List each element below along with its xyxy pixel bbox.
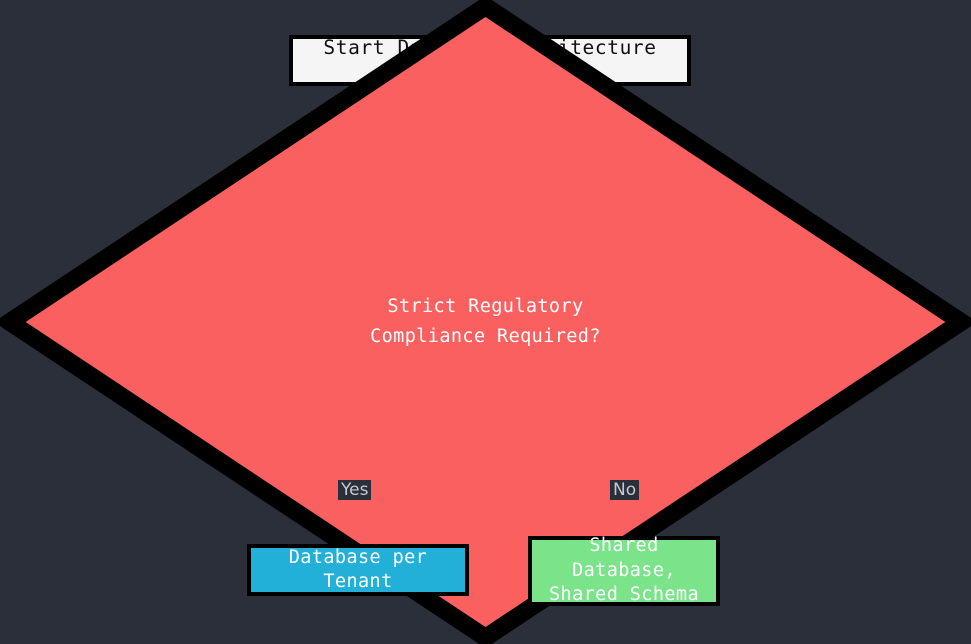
edge-label-yes: Yes [338,480,372,500]
node-database-per-tenant[interactable]: Database per Tenant [247,544,469,596]
edge-label-no: No [610,480,640,500]
node-shared-database-shared-schema[interactable]: Shared Database, Shared Schema [528,535,720,606]
